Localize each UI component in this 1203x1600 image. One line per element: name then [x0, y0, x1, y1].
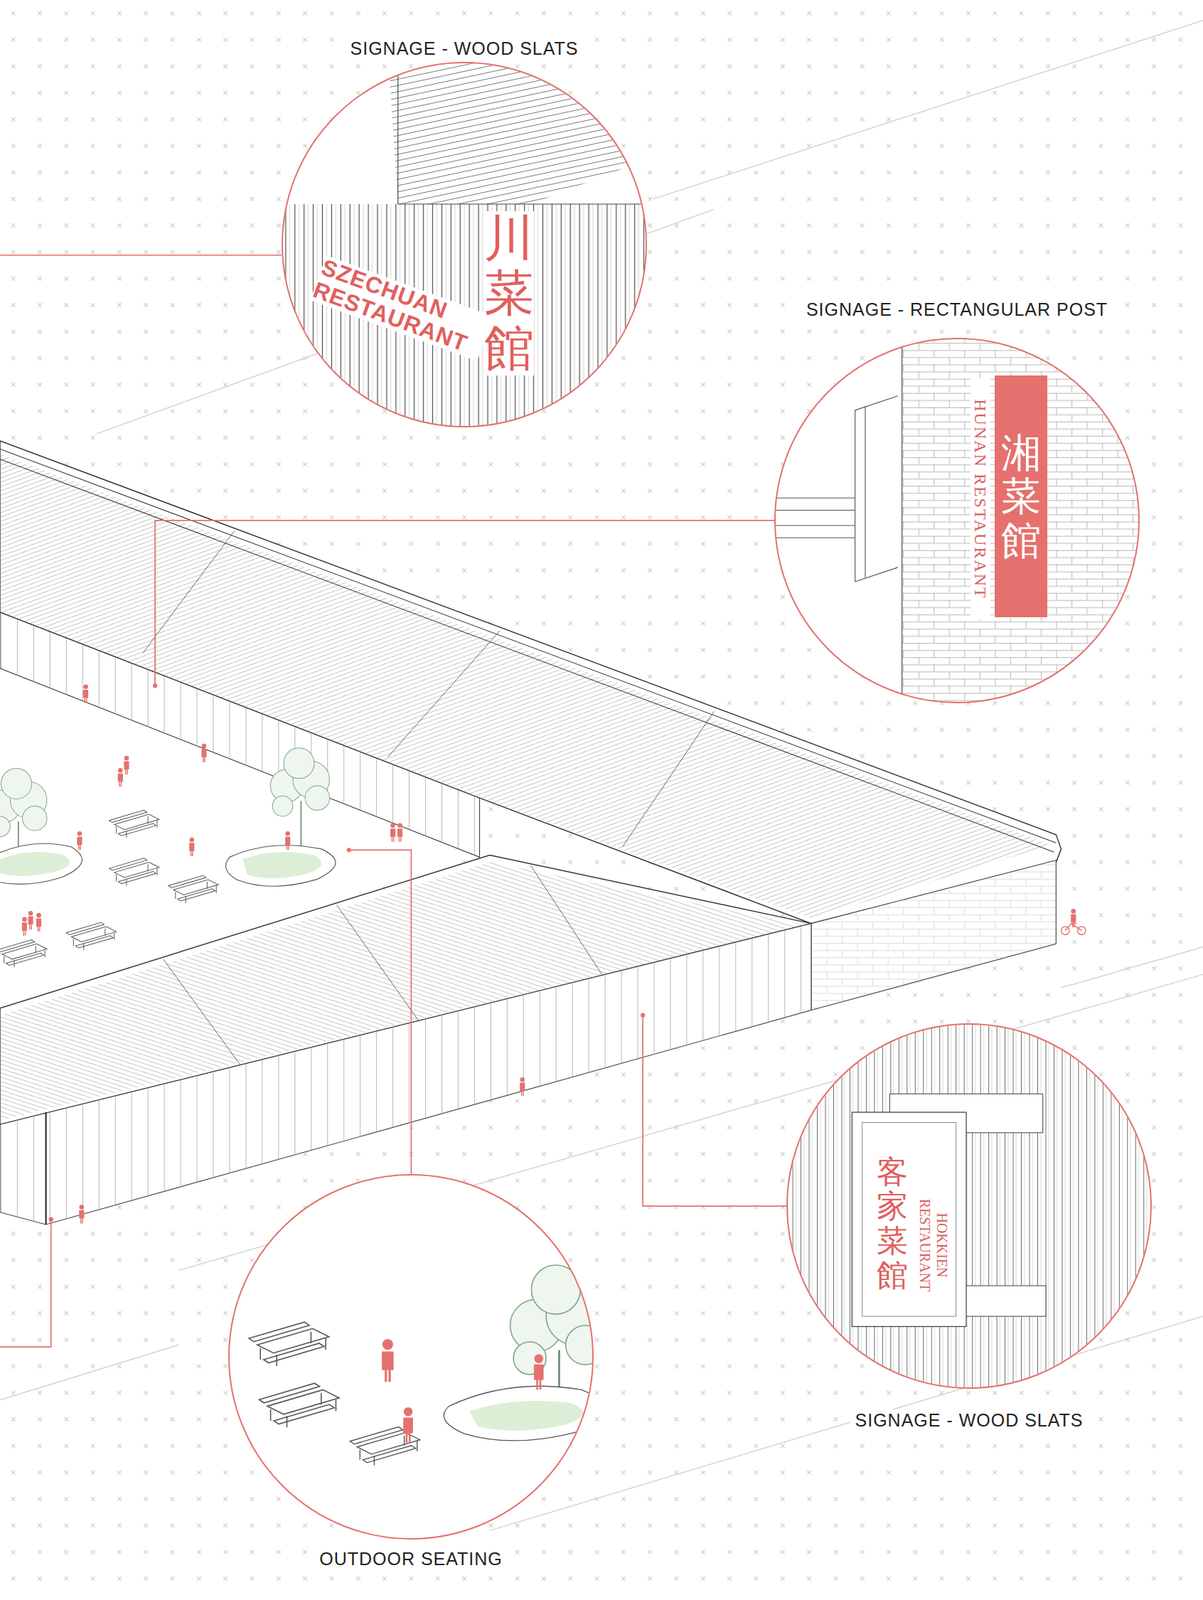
- slat-frame: [398, 51, 664, 205]
- sign-chinese: 川菜館: [484, 211, 534, 376]
- callout-outdoor-seating: [228, 1174, 605, 1541]
- planter-lawn: [243, 851, 323, 879]
- post-bracket: [775, 396, 898, 582]
- callout-wood-slats-bottom: [785, 1020, 1154, 1398]
- callout-circle: OUTDOOR SEATING: [228, 1173, 594, 1540]
- leader-dots: [49, 683, 646, 1222]
- facade-edge: [45, 1111, 47, 1225]
- callout-circle: SIGNAGE - WOOD SLATSSZECHUAN RESTAURANT川…: [281, 61, 648, 428]
- sign-frame-inner: [862, 1121, 957, 1317]
- sign-lettering: SZECHUAN RESTAURANT: [309, 255, 494, 362]
- sign-chinese: 湘菜館: [1001, 430, 1041, 563]
- callout-rectangular-post: [774, 326, 1157, 714]
- sign-chinese: 客家菜館: [876, 1154, 908, 1293]
- planter: [0, 843, 82, 884]
- callout-title: SIGNAGE - RECTANGULAR POST: [802, 298, 1112, 320]
- planter-lawn: [469, 1400, 584, 1431]
- planter: [226, 845, 336, 887]
- street-outlines: [0, 20, 1203, 1531]
- brick-wall: [902, 326, 1158, 714]
- soffit-hatch: [387, 51, 663, 205]
- callout-title: SIGNAGE - WOOD SLATS: [851, 1409, 1088, 1431]
- planter: [443, 1385, 605, 1441]
- sign-post: 湘菜館: [994, 375, 1048, 618]
- sign-lettering: HOKKIEN RESTAURANT: [916, 1191, 951, 1299]
- wood-slats: [785, 1020, 1154, 1398]
- roof-bays: [142, 530, 715, 847]
- wall-edge: [901, 326, 903, 714]
- callout-circle: SIGNAGE - RECTANGULAR POSTHUNAN RESTAURA…: [774, 337, 1140, 704]
- bicycle: [1061, 923, 1086, 935]
- end-block-bricks: [811, 860, 1056, 1011]
- callout-title: OUTDOOR SEATING: [314, 1547, 507, 1570]
- end-block-wall: [811, 860, 1056, 1011]
- callout-title: SIGNAGE - WOOD SLATS: [346, 37, 584, 60]
- wood-slats: [281, 204, 670, 439]
- planter-lawn: [0, 851, 70, 876]
- sign-lettering: HUNAN RESTAURANT: [970, 378, 991, 620]
- sign-frame: [851, 1111, 967, 1327]
- callout-wood-slats-top: [281, 51, 670, 439]
- callout-circle: SIGNAGE - WOOD SLATS客家菜館HOKKIEN RESTAURA…: [786, 1023, 1152, 1389]
